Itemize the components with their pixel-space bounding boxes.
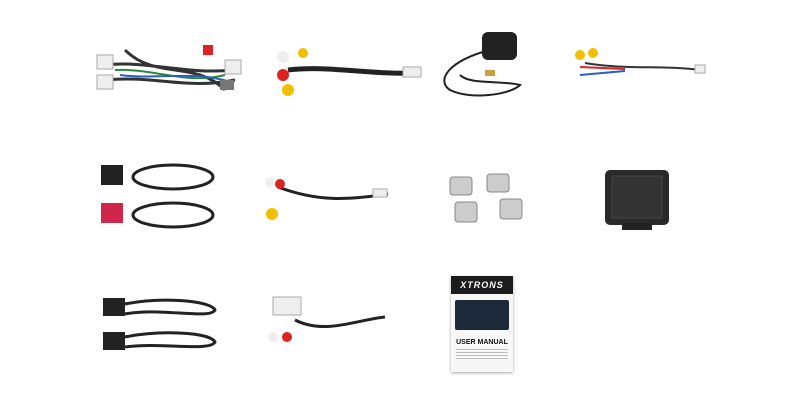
manual-body-text <box>456 349 508 359</box>
manual-screen-image <box>455 300 509 330</box>
rca-audio-cable <box>265 295 390 350</box>
usb-cable-pair <box>100 292 225 357</box>
usb-extension-cables <box>98 155 218 240</box>
manual-brand: XTRONS <box>451 276 513 294</box>
canbus-decoder-box <box>602 168 672 233</box>
gps-antenna <box>430 30 530 105</box>
user-manual: XTRONS USER MANUAL <box>451 276 513 372</box>
rca-harness <box>268 45 428 100</box>
mounting-clips <box>445 172 535 227</box>
manual-title: USER MANUAL <box>456 339 508 346</box>
aux-rca-cable <box>258 172 393 222</box>
camera-cable <box>565 45 710 85</box>
main-wiring-harness <box>95 40 245 105</box>
